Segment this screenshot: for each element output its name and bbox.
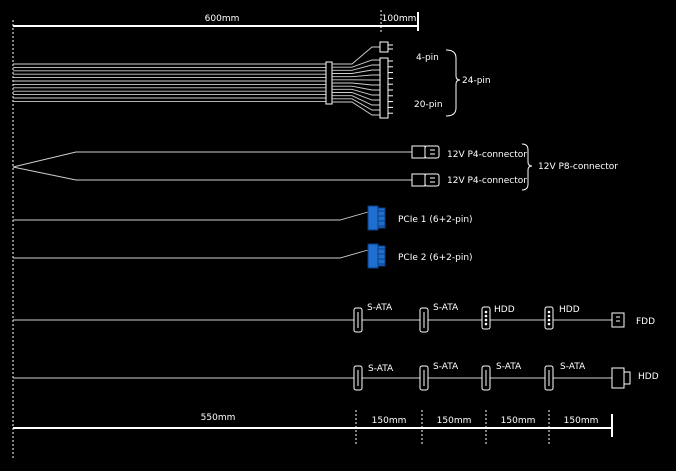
peripheral-1-label-2: S-ATA bbox=[433, 303, 459, 313]
p4-housing bbox=[411, 173, 426, 187]
molex-pin bbox=[547, 318, 551, 322]
atx-24pin-label: 24-pin bbox=[462, 76, 491, 86]
hdd-end-latch bbox=[623, 371, 631, 385]
molex-pin bbox=[484, 322, 488, 326]
pcie-1-label: PCIe 1 (6+2-pin) bbox=[398, 215, 473, 225]
atx-fan-wire bbox=[332, 59, 380, 68]
p4-connector-2 bbox=[411, 173, 440, 187]
dim-segment-1-label: 150mm bbox=[372, 416, 407, 426]
pcie-cable-2: PCIe 2 (6+2-pin) bbox=[13, 243, 473, 269]
bottom-dimension: 550mm 150mm 150mm 150mm 150mm bbox=[13, 410, 613, 446]
p8-bracket bbox=[521, 143, 533, 191]
atx-fan-wire bbox=[332, 64, 380, 71]
molex-pin bbox=[547, 322, 551, 326]
atx-fan-wire bbox=[332, 95, 380, 106]
atx-fan-out-wires bbox=[332, 46, 380, 116]
atx-fan-wire bbox=[332, 69, 380, 74]
pcie-1-connector bbox=[367, 205, 386, 231]
atx-4pin-block bbox=[379, 41, 389, 53]
peripheral-cable-2: S-ATA S-ATA S-ATA S-ATA HDD bbox=[13, 362, 659, 391]
atx-fan-wire bbox=[332, 88, 380, 96]
peripheral-2-end-label: HDD bbox=[638, 372, 659, 382]
atx-20pin-label: 20-pin bbox=[414, 100, 443, 110]
p8-cable: 12V P4-connector 12V P4-connector 12V P8… bbox=[12, 143, 618, 191]
atx-24pin-bracket bbox=[445, 49, 461, 117]
pcie-2-connector bbox=[367, 243, 386, 269]
fdd-connector bbox=[611, 312, 625, 328]
atx-fan-wire bbox=[332, 98, 380, 111]
dim-segment-3-label: 150mm bbox=[501, 416, 536, 426]
p4-housing bbox=[411, 145, 426, 159]
p4-connector-2-label: 12V P4-connector bbox=[447, 176, 527, 186]
molex-pin bbox=[484, 318, 488, 322]
pcie-6pin-block bbox=[367, 205, 379, 231]
peripheral-2-label-3: S-ATA bbox=[496, 362, 522, 372]
peripheral-cable-1: S-ATA S-ATA HDD HDD FDD bbox=[13, 303, 655, 333]
atx-fan-wire bbox=[332, 92, 380, 101]
p8-wire bbox=[12, 151, 412, 181]
pcie-1-wire bbox=[13, 211, 369, 221]
atx-fan-wire bbox=[332, 85, 380, 91]
pcie-2pin-block bbox=[377, 207, 386, 229]
atx-cable-sleeve bbox=[325, 61, 333, 105]
pcie-2-label: PCIe 2 (6+2-pin) bbox=[398, 253, 473, 263]
top-dimension: 600mm 100mm bbox=[13, 10, 419, 32]
molex-pin bbox=[547, 314, 551, 318]
pcie-cable-1: PCIe 1 (6+2-pin) bbox=[13, 205, 473, 231]
molex-pin bbox=[484, 310, 488, 314]
p4-latch bbox=[424, 173, 440, 187]
p4-latch bbox=[424, 145, 440, 159]
atx-wire-bundle bbox=[13, 63, 326, 102]
dim-segment-2-label: 150mm bbox=[437, 416, 472, 426]
peripheral-2-label-2: S-ATA bbox=[433, 362, 459, 372]
atx-pin-ticks bbox=[388, 44, 393, 114]
dim-550mm-label: 550mm bbox=[201, 413, 236, 423]
peripheral-1-label-3: HDD bbox=[494, 305, 515, 315]
atx-24pin-cable: 4-pin 20-pin 24-pin bbox=[13, 41, 491, 119]
molex-pin bbox=[547, 310, 551, 314]
molex-connector bbox=[544, 306, 554, 330]
p4-connector-1-label: 12V P4-connector bbox=[447, 150, 527, 160]
dim-segment-4-label: 150mm bbox=[564, 416, 599, 426]
peripheral-2-label-1: S-ATA bbox=[368, 364, 394, 374]
peripheral-2-connectors bbox=[353, 365, 631, 391]
molex-pin bbox=[484, 314, 488, 318]
dim-600mm-label: 600mm bbox=[205, 14, 240, 24]
p8-connector-label: 12V P8-connector bbox=[538, 162, 618, 172]
peripheral-1-end-label: FDD bbox=[636, 317, 655, 327]
p4-connector-1 bbox=[411, 145, 440, 159]
hdd-end-connector bbox=[611, 367, 625, 389]
atx-fan-wire bbox=[332, 74, 380, 78]
atx-4pin-label: 4-pin bbox=[416, 53, 439, 63]
pcie-2pin-block bbox=[377, 245, 386, 267]
peripheral-1-label-1: S-ATA bbox=[367, 303, 393, 313]
pcie-6pin-block bbox=[367, 243, 379, 269]
dim-100mm-label: 100mm bbox=[382, 14, 417, 24]
atx-fan-wire bbox=[332, 101, 380, 116]
molex-connector bbox=[481, 306, 491, 330]
peripheral-2-label-4: S-ATA bbox=[560, 362, 586, 372]
atx-fan-wire bbox=[332, 46, 380, 65]
atx-fan-wire bbox=[332, 82, 380, 86]
pcie-2-wire bbox=[13, 249, 369, 259]
atx-20pin-block bbox=[379, 57, 389, 119]
peripheral-1-label-4: HDD bbox=[559, 305, 580, 315]
peripheral-1-connectors bbox=[353, 306, 625, 333]
